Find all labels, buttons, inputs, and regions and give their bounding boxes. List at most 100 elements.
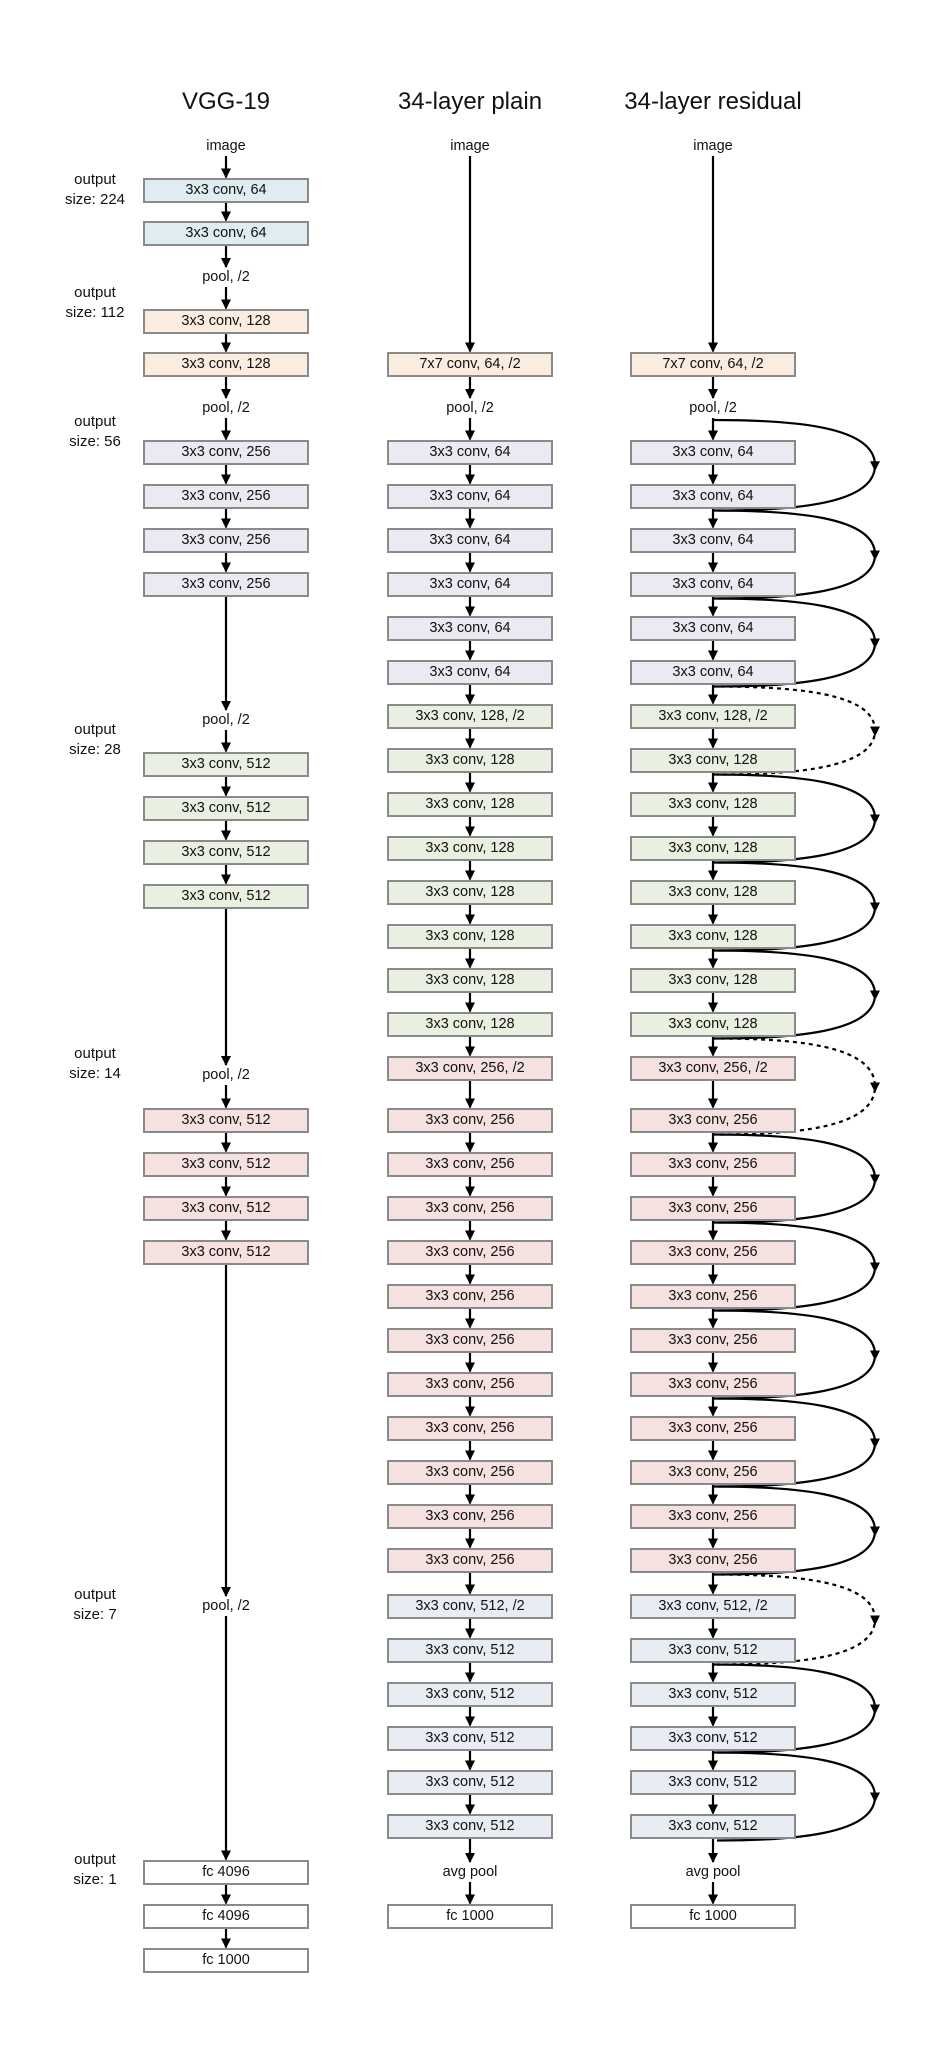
layer-box: 3x3 conv, 256	[387, 1107, 553, 1133]
layer-box: 3x3 conv, 256	[630, 1107, 796, 1133]
layer-box: 3x3 conv, 512	[630, 1813, 796, 1839]
layer-box: 3x3 conv, 256	[630, 1283, 796, 1309]
shortcut-arrowhead	[870, 990, 880, 1001]
layer-box: 3x3 conv, 128	[143, 351, 309, 377]
layer-box: 3x3 conv, 256	[387, 1459, 553, 1485]
layer-box: 3x3 conv, 512	[143, 1151, 309, 1177]
layer-box: 3x3 conv, 512	[143, 751, 309, 777]
layer-box: 3x3 conv, 128	[630, 923, 796, 949]
layer-box: 3x3 conv, 256	[630, 1371, 796, 1397]
output-size-line1: output	[74, 284, 116, 301]
layer-box: 3x3 conv, 256	[630, 1151, 796, 1177]
shortcut-arrowhead	[870, 902, 880, 913]
layer-box: 3x3 conv, 256	[630, 1415, 796, 1441]
layer-box: 3x3 conv, 256	[387, 1503, 553, 1529]
shortcut-arrowhead	[870, 1438, 880, 1449]
layer-label: image	[206, 138, 246, 154]
layer-box: 3x3 conv, 256	[630, 1327, 796, 1353]
output-size-line1: output	[74, 1586, 116, 1603]
layer-box: 3x3 conv, 512	[143, 1195, 309, 1221]
shortcut-arrowhead	[870, 1082, 880, 1093]
layer-box: 3x3 conv, 64	[387, 483, 553, 509]
layer-box: 3x3 conv, 128	[630, 747, 796, 773]
output-size-line2: size: 224	[64, 191, 126, 208]
layer-label: pool, /2	[446, 400, 494, 416]
output-size-line1: output	[74, 1045, 116, 1062]
layer-box: 3x3 conv, 512	[143, 1107, 309, 1133]
layer-box: 3x3 conv, 512	[630, 1681, 796, 1707]
layer-box: fc 4096	[143, 1903, 309, 1929]
layer-box: 3x3 conv, 256	[630, 1459, 796, 1485]
shortcut-arrowhead	[870, 1350, 880, 1361]
layer-box: fc 4096	[143, 1859, 309, 1885]
layer-box: 3x3 conv, 64	[387, 571, 553, 597]
layer-box: 3x3 conv, 512	[387, 1637, 553, 1663]
layer-label: pool, /2	[202, 712, 250, 728]
layer-box: 3x3 conv, 512	[143, 839, 309, 865]
layer-box: 3x3 conv, 256, /2	[630, 1055, 796, 1081]
layer-box: 3x3 conv, 128	[387, 967, 553, 993]
shortcut-arrowhead	[870, 814, 880, 825]
output-size-line1: output	[74, 1851, 116, 1868]
layer-box: 3x3 conv, 512, /2	[387, 1593, 553, 1619]
output-size-line2: size: 112	[65, 304, 125, 321]
layer-box: 3x3 conv, 128	[630, 879, 796, 905]
layer-box: 3x3 conv, 512	[387, 1769, 553, 1795]
layer-label: avg pool	[685, 1864, 741, 1880]
column-title: 34-layer residual	[624, 88, 802, 115]
layer-box: 3x3 conv, 128	[387, 835, 553, 861]
layer-box: 3x3 conv, 256	[143, 571, 309, 597]
layer-box: 3x3 conv, 64	[387, 439, 553, 465]
layer-box: 3x3 conv, 256	[387, 1371, 553, 1397]
layer-box: 3x3 conv, 512	[143, 795, 309, 821]
layer-box: 3x3 conv, 512	[630, 1725, 796, 1751]
layer-box: 3x3 conv, 128	[387, 747, 553, 773]
output-size-label: output size: 1	[40, 1850, 150, 1890]
shortcut-arrowhead	[870, 1615, 880, 1626]
layer-box: 3x3 conv, 64	[630, 527, 796, 553]
layer-box: 3x3 conv, 256	[387, 1547, 553, 1573]
layer-box: 7x7 conv, 64, /2	[630, 351, 796, 377]
layer-box: 3x3 conv, 128, /2	[387, 703, 553, 729]
output-size-line2: size: 56	[69, 433, 121, 450]
layer-box: 3x3 conv, 256	[630, 1503, 796, 1529]
layer-box: 3x3 conv, 64	[387, 659, 553, 685]
layer-box: 3x3 conv, 256	[143, 527, 309, 553]
layer-box: 3x3 conv, 128	[387, 879, 553, 905]
layer-box: 3x3 conv, 64	[630, 615, 796, 641]
layer-box: 3x3 conv, 128	[630, 967, 796, 993]
layer-box: 3x3 conv, 256	[387, 1415, 553, 1441]
output-size-line2: size: 28	[69, 741, 121, 758]
layer-box: 3x3 conv, 64	[143, 177, 309, 203]
column-title: VGG-19	[181, 88, 271, 115]
layer-box: 3x3 conv, 512	[387, 1725, 553, 1751]
layer-box: 3x3 conv, 64	[387, 615, 553, 641]
layer-box: 3x3 conv, 256	[143, 439, 309, 465]
layer-box: 3x3 conv, 256	[387, 1327, 553, 1353]
output-size-line2: size: 7	[73, 1606, 117, 1623]
layer-label: image	[693, 138, 733, 154]
layer-box: 3x3 conv, 256	[387, 1151, 553, 1177]
layer-box: 3x3 conv, 256	[630, 1239, 796, 1265]
shortcut-arrowhead	[870, 550, 880, 561]
shortcut-arrowhead	[870, 1526, 880, 1537]
layer-box: fc 1000	[143, 1947, 309, 1973]
output-size-label: output size: 7	[40, 1585, 150, 1625]
layer-box: 3x3 conv, 64	[387, 527, 553, 553]
column-title: 34-layer plain	[397, 88, 543, 115]
layer-box: 3x3 conv, 256	[387, 1239, 553, 1265]
layer-box: 3x3 conv, 256	[630, 1547, 796, 1573]
layer-box: 3x3 conv, 64	[630, 659, 796, 685]
layer-label: image	[450, 138, 490, 154]
layer-box: 3x3 conv, 64	[630, 483, 796, 509]
layer-box: fc 1000	[387, 1903, 553, 1929]
output-size-line2: size: 1	[73, 1871, 117, 1888]
layer-label: pool, /2	[202, 400, 250, 416]
layer-box: 3x3 conv, 512	[630, 1637, 796, 1663]
layer-box: 3x3 conv, 256	[387, 1283, 553, 1309]
layer-label: pool, /2	[202, 1067, 250, 1083]
